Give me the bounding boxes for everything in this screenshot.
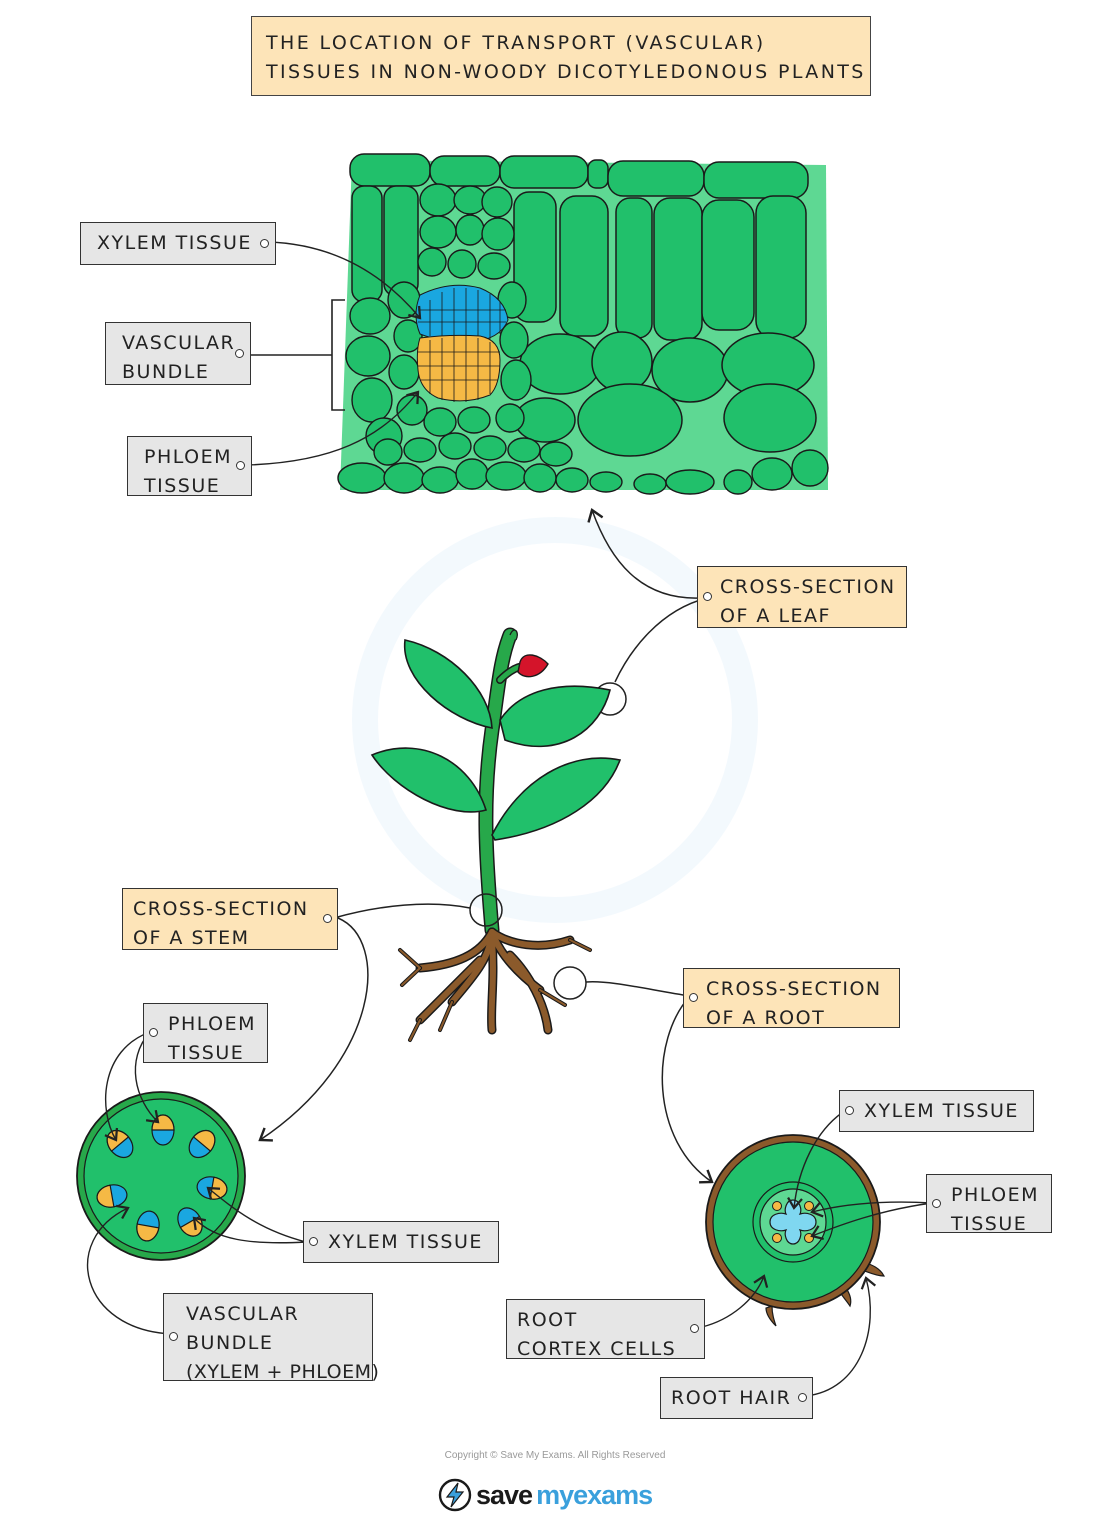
stem-label-connectors: [86, 1031, 307, 1335]
leaf-phloem-tag: PHLOEM TISSUE: [127, 436, 252, 497]
leaf-vascular-label-2: BUNDLE: [122, 361, 210, 383]
tag-hole: [149, 1028, 158, 1037]
lightning-bolt-logo-icon: [438, 1478, 472, 1512]
root-xylem-tag: XYLEM TISSUE: [839, 1090, 1034, 1132]
root-cortex-tag: ROOT CORTEX CELLS: [506, 1299, 705, 1360]
stem-callout-tag: CROSS-SECTION OF A STEM: [122, 888, 338, 950]
leaf-xylem-tag: XYLEM TISSUE: [80, 222, 276, 265]
leaf-phloem-label-2: TISSUE: [144, 475, 221, 497]
tag-hole: [323, 914, 332, 923]
stem-vascular-label-2: BUNDLE: [186, 1332, 274, 1354]
root-cross-section: [705, 1134, 885, 1327]
root-xylem-label: XYLEM TISSUE: [864, 1100, 1019, 1122]
tag-hole: [689, 993, 698, 1002]
tag-hole: [169, 1332, 178, 1341]
tag-hole: [932, 1198, 941, 1208]
title-banner: THE LOCATION OF TRANSPORT (VASCULAR) TIS…: [251, 16, 871, 96]
vascular-bundle-bracket: [331, 299, 345, 411]
leaf-callout-tag: CROSS-SECTION OF A LEAF: [697, 566, 907, 628]
leaf-vascular-bundle-tag: VASCULAR BUNDLE: [105, 322, 251, 385]
tag-hole: [260, 238, 269, 248]
title-line-2: TISSUES IN NON-WOODY DICOTYLEDONOUS PLAN…: [266, 61, 866, 83]
root-hair-label: ROOT HAIR: [671, 1387, 792, 1409]
stem-phloem-label-1: PHLOEM: [168, 1013, 257, 1035]
plant-illustration: [370, 627, 622, 1042]
stem-vascular-bundle-tag: VASCULAR BUNDLE (XYLEM + PHLOEM): [163, 1293, 379, 1383]
root-callout-line-2: OF A ROOT: [706, 1007, 826, 1029]
stem-phloem-tag: PHLOEM TISSUE: [143, 1003, 268, 1064]
logo-exams: exams: [573, 1479, 653, 1510]
leaf-cross-section: [337, 153, 829, 495]
stem-xylem-tag: XYLEM TISSUE: [303, 1221, 499, 1263]
root-callout-tag: CROSS-SECTION OF A ROOT: [683, 968, 900, 1029]
leaf-phloem-label-1: PHLOEM: [144, 446, 233, 468]
stem-callout-line-1: CROSS-SECTION: [133, 898, 309, 920]
tag-hole: [236, 461, 245, 470]
tag-hole: [235, 348, 244, 358]
stem-callout-connectors: [258, 903, 471, 1142]
stem-vascular-label-3: (XYLEM + PHLOEM): [186, 1361, 380, 1383]
root-callout-connectors: [585, 980, 714, 1184]
root-cortex-label-1: ROOT: [517, 1309, 578, 1331]
tag-hole: [845, 1106, 854, 1115]
root-phloem-label-2: TISSUE: [951, 1213, 1028, 1235]
stem-vascular-label-1: VASCULAR: [186, 1303, 300, 1325]
stem-phloem-label-2: TISSUE: [168, 1042, 245, 1064]
leaf-callout-line-2: OF A LEAF: [720, 605, 831, 627]
copyright-notice: Copyright © Save My Exams. All Rights Re…: [444, 1450, 666, 1461]
leaf-vascular-label-1: VASCULAR: [122, 332, 236, 354]
root-label-connectors: [701, 1109, 933, 1397]
tag-hole: [798, 1393, 807, 1402]
logo-save: save: [476, 1479, 533, 1510]
root-cortex-label-2: CORTEX CELLS: [517, 1338, 677, 1360]
tag-hole: [309, 1237, 318, 1246]
leaf-label-connectors: [246, 241, 422, 466]
root-phloem-label-1: PHLOEM: [951, 1184, 1040, 1206]
root-hair-tag: ROOT HAIR: [660, 1377, 813, 1419]
root-callout-line-1: CROSS-SECTION: [706, 978, 882, 1000]
tag-hole: [703, 592, 712, 601]
watermark: [352, 517, 758, 923]
root-phloem-tag: PHLOEM TISSUE: [926, 1174, 1052, 1235]
tag-hole: [690, 1324, 699, 1333]
stem-callout-line-2: OF A STEM: [133, 927, 250, 949]
leaf-xylem-label: XYLEM TISSUE: [97, 232, 252, 254]
stem-xylem-label: XYLEM TISSUE: [328, 1231, 483, 1253]
leaf-callout-line-1: CROSS-SECTION: [720, 576, 896, 598]
logo-my: my: [536, 1479, 574, 1510]
title-line-1: THE LOCATION OF TRANSPORT (VASCULAR): [266, 32, 766, 54]
